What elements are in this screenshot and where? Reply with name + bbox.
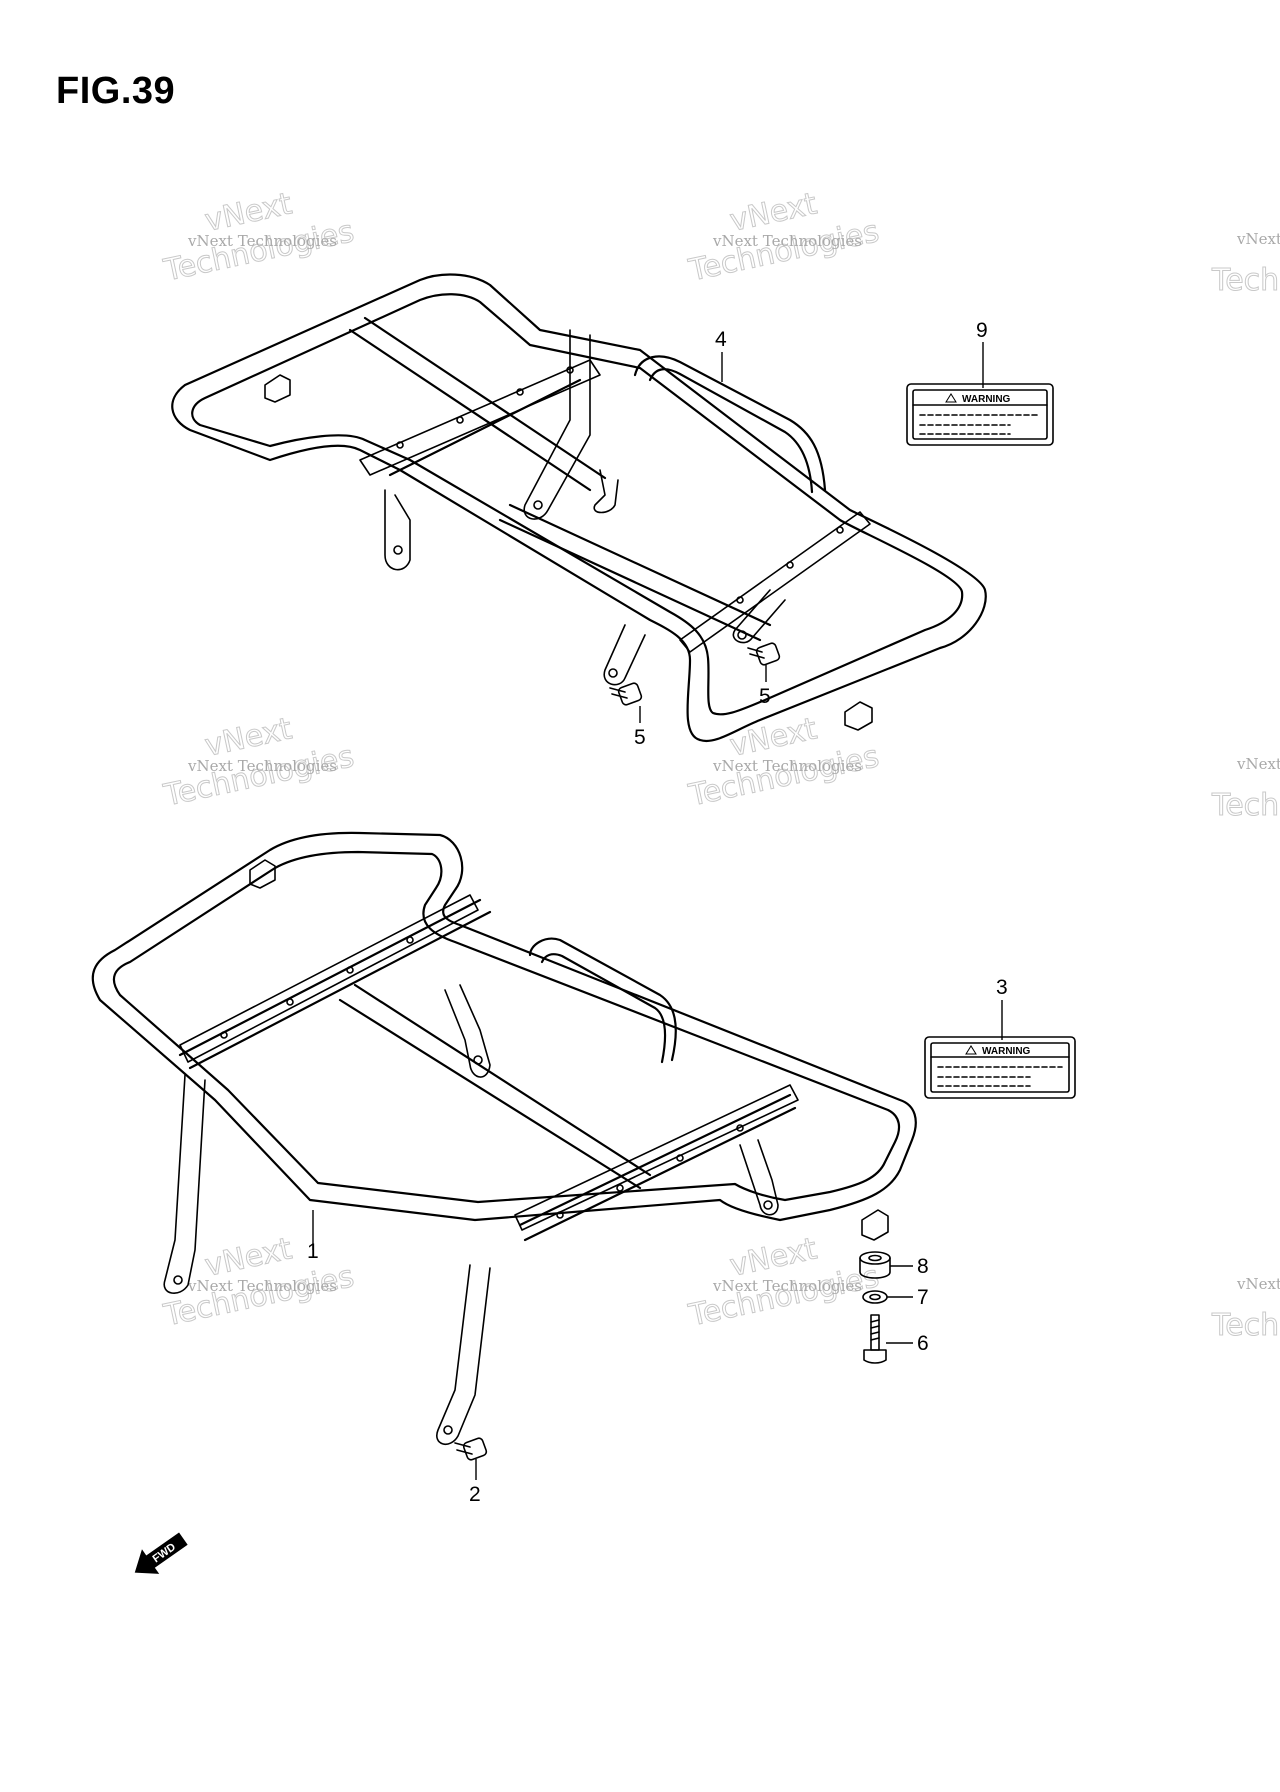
carrier-tab: [844, 701, 873, 731]
leg-hole: [533, 500, 543, 510]
carrier-handle: [633, 355, 827, 492]
watermark-big-edge: Technologies: [1211, 788, 1280, 823]
carrier-cross-bar: [388, 378, 582, 477]
mount-hole: [786, 561, 794, 569]
carrier-frame-outer: [171, 273, 987, 743]
carrier-cross-bar: [518, 1093, 792, 1227]
mount-hole: [836, 526, 844, 534]
watermark-small: vNext Technologies: [187, 232, 337, 250]
watermark-small-edge: vNext Technologies: [1236, 1275, 1280, 1293]
carrier-cross-bar: [188, 910, 492, 1070]
warning-label-3[interactable]: WARNING: [924, 1036, 1076, 1099]
mount-hole: [406, 936, 414, 944]
carrier-frame-outer: [91, 831, 917, 1222]
callout-6[interactable]: 6: [917, 1332, 929, 1355]
carrier-cross-bar: [178, 898, 482, 1057]
leg-hole: [763, 1200, 773, 1210]
watermark-small: vNext Technologies: [712, 757, 862, 775]
mount-plate: [179, 894, 479, 1063]
rear-carrier-lower: [91, 831, 917, 1446]
callout-4[interactable]: 4: [715, 328, 727, 351]
mount-hole: [736, 1124, 744, 1132]
warning-label-text: WARNING: [982, 1046, 1031, 1057]
watermark-small: vNext Technologies: [187, 1277, 337, 1295]
leg-hole: [443, 1425, 453, 1435]
carrier-frame-inner: [191, 293, 964, 716]
bolt-5b[interactable]: [747, 642, 781, 666]
carrier-leg: [603, 624, 646, 686]
carrier-handle: [528, 937, 677, 1062]
leg-hole: [173, 1275, 183, 1285]
carrier-cross-bar: [523, 1106, 797, 1242]
mount-hole: [346, 966, 354, 974]
figure-title: FIG.39: [56, 70, 176, 112]
callout-1[interactable]: 1: [307, 1240, 319, 1263]
mount-plate: [514, 1084, 799, 1231]
mount-plate: [679, 511, 871, 653]
carrier-leg: [732, 589, 786, 644]
leg-hole: [473, 1055, 483, 1065]
leg-hole: [393, 545, 403, 555]
mount-hole: [556, 1211, 564, 1219]
carrier-leg: [523, 329, 591, 520]
rear-carrier-upper: [171, 273, 987, 743]
carrier-cross-bar: [348, 328, 592, 492]
callout-group: 4 9 5 5 3 1 8 7 6 2: [307, 319, 1008, 1506]
forward-direction-arrow: FWD: [134, 1532, 188, 1574]
carrier-leg: [384, 489, 411, 571]
carrier-handle: [540, 953, 667, 1064]
cushion-8[interactable]: [859, 1251, 891, 1279]
carrier-leg: [593, 469, 619, 514]
watermark-small-edge: vNext Technologies: [1236, 230, 1280, 248]
carrier-cross-bar: [353, 983, 652, 1177]
warning-label-text: WARNING: [962, 394, 1011, 405]
carrier-cross-bar: [508, 503, 772, 627]
callout-8[interactable]: 8: [917, 1255, 929, 1278]
carrier-handle: [648, 368, 814, 494]
mount-hole: [286, 998, 294, 1006]
bolt-5a[interactable]: [609, 682, 643, 706]
callout-5a[interactable]: 5: [759, 685, 771, 708]
watermark-small: vNext Technologies: [187, 757, 337, 775]
carrier-leg: [739, 1139, 779, 1216]
watermark-small: vNext Technologies: [712, 1277, 862, 1295]
carrier-cross-bar: [498, 518, 762, 642]
carrier-leg: [436, 1264, 491, 1446]
warning-label-9[interactable]: WARNING: [906, 383, 1054, 446]
bolt-2[interactable]: [454, 1437, 488, 1461]
mount-hole: [676, 1154, 684, 1162]
mount-plate: [359, 359, 601, 476]
callout-7[interactable]: 7: [917, 1286, 929, 1309]
bolt-6[interactable]: [863, 1314, 887, 1364]
watermark-big-edge: Technologies: [1211, 1308, 1280, 1343]
leg-hole: [737, 630, 747, 640]
mount-hole: [616, 1184, 624, 1192]
mount-hole: [220, 1031, 228, 1039]
callout-9[interactable]: 9: [976, 319, 988, 342]
mount-hole: [456, 416, 464, 424]
mount-hole: [736, 596, 744, 604]
carrier-tab: [861, 1209, 889, 1241]
mount-hole: [516, 388, 524, 396]
watermark-small: vNext Technologies: [712, 232, 862, 250]
watermark-small-edge: vNext Technologies: [1236, 755, 1280, 773]
carrier-tab: [249, 859, 276, 889]
carrier-cross-bar: [363, 316, 607, 480]
callout-3[interactable]: 3: [996, 976, 1008, 999]
watermark-big-edge: Technologies: [1211, 263, 1280, 298]
leg-hole: [608, 668, 618, 678]
carrier-leg: [163, 1074, 206, 1294]
carrier-frame-inner: [112, 850, 901, 1204]
carrier-leg: [444, 984, 491, 1078]
mount-hole: [396, 441, 404, 449]
carrier-cross-bar: [338, 998, 642, 1190]
carrier-tab: [264, 374, 291, 403]
callout-5b[interactable]: 5: [634, 726, 646, 749]
callout-2[interactable]: 2: [469, 1483, 481, 1506]
